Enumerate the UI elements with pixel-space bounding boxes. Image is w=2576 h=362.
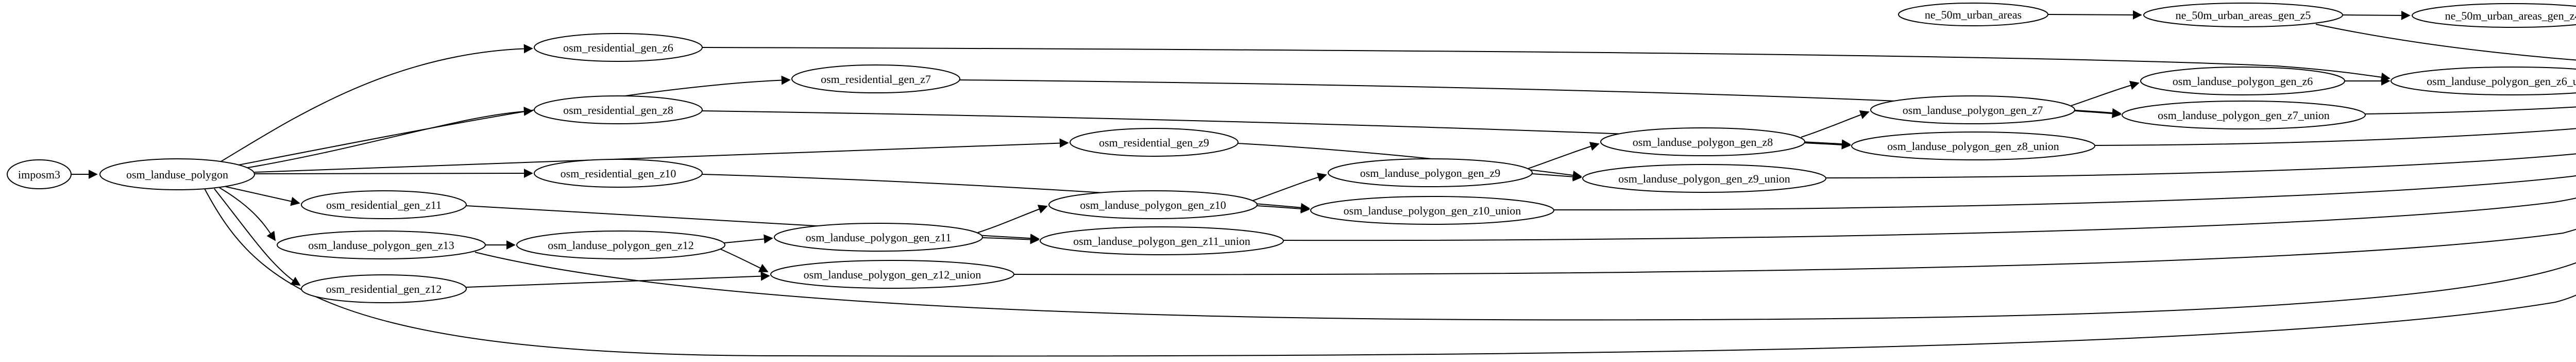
node-osm_landuse_polygon_gen_z7: osm_landuse_polygon_gen_z7 bbox=[1870, 95, 2075, 124]
node-osm_landuse_polygon_gen_z10: osm_landuse_polygon_gen_z10 bbox=[1048, 190, 1258, 219]
node-osm_landuse_polygon_gen_z10-label: osm_landuse_polygon_gen_z10 bbox=[1080, 199, 1226, 211]
edge-osm_landuse_polygon--osm_residential_gen_z6 bbox=[218, 44, 533, 163]
node-osm_landuse_polygon_gen_z12_union-label: osm_landuse_polygon_gen_z12_union bbox=[804, 268, 981, 281]
edge-osm_landuse_polygon_gen_z11_union--layer_landuse-z11 bbox=[1283, 198, 2576, 241]
node-osm_landuse_polygon_gen_z11: osm_landuse_polygon_gen_z11 bbox=[774, 223, 983, 252]
edge-osm_landuse_polygon_gen_z10--osm_landuse_polygon_gen_z10_union bbox=[1257, 204, 1310, 213]
node-osm_residential_gen_z7-label: osm_residential_gen_z7 bbox=[821, 73, 931, 86]
node-osm_landuse_polygon_gen_z9_union-label: osm_landuse_polygon_gen_z9_union bbox=[1618, 172, 1790, 185]
node-osm_residential_gen_z10: osm_residential_gen_z10 bbox=[534, 159, 703, 188]
edge-osm_landuse_polygon_gen_z9--osm_landuse_polygon_gen_z8 bbox=[1528, 142, 1600, 169]
edge-osm_landuse_polygon_gen_z10_union--layer_landuse-z10 bbox=[1553, 175, 2576, 211]
node-osm_residential_gen_z9-label: osm_residential_gen_z9 bbox=[1099, 136, 1209, 149]
node-ne_50m_urban_areas_gen_z4: ne_50m_urban_areas_gen_z4 bbox=[2412, 3, 2576, 28]
node-osm_residential_gen_z9: osm_residential_gen_z9 bbox=[1070, 128, 1239, 157]
edge-osm_landuse_polygon_gen_z10--osm_landuse_polygon_gen_z9 bbox=[1252, 172, 1327, 201]
edge-osm_landuse_polygon_gen_z9--osm_landuse_polygon_gen_z9_union bbox=[1532, 172, 1582, 182]
edge-osm_landuse_polygon--osm_residential_gen_z8 bbox=[242, 106, 533, 169]
node-osm_landuse_polygon_gen_z6_union-label: osm_landuse_polygon_gen_z6_union bbox=[2427, 75, 2576, 88]
edge-ne_50m_urban_areas--ne_50m_urban_areas_gen_z5 bbox=[2047, 10, 2142, 20]
node-osm_landuse_polygon_gen_z9: osm_landuse_polygon_gen_z9 bbox=[1328, 158, 1533, 187]
node-osm_landuse_polygon_gen_z8_union: osm_landuse_polygon_gen_z8_union bbox=[1851, 131, 2095, 160]
node-osm_landuse_polygon_gen_z10_union-label: osm_landuse_polygon_gen_z10_union bbox=[1344, 204, 1521, 217]
edge-osm_landuse_polygon_gen_z12--osm_landuse_polygon_gen_z12_union bbox=[719, 248, 769, 272]
node-osm_landuse_polygon_gen_z10_union: osm_landuse_polygon_gen_z10_union bbox=[1310, 196, 1554, 225]
node-osm_landuse_polygon_gen_z11_union: osm_landuse_polygon_gen_z11_union bbox=[1040, 226, 1284, 255]
node-osm_residential_gen_z7: osm_residential_gen_z7 bbox=[791, 64, 960, 93]
edge-ne_50m_urban_areas_gen_z5--layer_landuse-z5 bbox=[2315, 24, 2576, 61]
node-ne_50m_urban_areas: ne_50m_urban_areas bbox=[1898, 3, 2048, 26]
node-osm_landuse_polygon_gen_z11_union-label: osm_landuse_polygon_gen_z11_union bbox=[1073, 235, 1250, 248]
node-ne_50m_urban_areas_gen_z5-label: ne_50m_urban_areas_gen_z5 bbox=[2176, 9, 2311, 22]
edge-osm_landuse_polygon_gen_z11--osm_landuse_polygon_gen_z10 bbox=[977, 205, 1048, 233]
edge-osm_landuse_polygon--osm_residential_gen_z12 bbox=[214, 188, 301, 286]
node-osm_landuse_polygon_gen_z12-label: osm_landuse_polygon_gen_z12 bbox=[548, 239, 694, 252]
node-osm_landuse_polygon_gen_z6: osm_landuse_polygon_gen_z6 bbox=[2140, 67, 2345, 95]
edge-osm_landuse_polygon_gen_z9_union--layer_landuse-z9 bbox=[1825, 153, 2576, 178]
node-osm_landuse_polygon_gen_z8_union-label: osm_landuse_polygon_gen_z8_union bbox=[1887, 140, 2059, 153]
node-osm_residential_gen_z6-label: osm_residential_gen_z6 bbox=[563, 41, 673, 54]
node-osm_landuse_polygon_gen_z9-label: osm_landuse_polygon_gen_z9 bbox=[1360, 167, 1501, 179]
node-ne_50m_urban_areas-label: ne_50m_urban_areas bbox=[1925, 8, 2022, 21]
edge-osm_residential_gen_z12--osm_landuse_polygon_gen_z12_union bbox=[466, 271, 770, 288]
node-imposm3-label: imposm3 bbox=[18, 168, 60, 181]
edge-osm_landuse_polygon--osm_residential_gen_z10 bbox=[254, 169, 533, 178]
node-osm_landuse_polygon: osm_landuse_polygon bbox=[99, 158, 255, 190]
node-osm_landuse_polygon_gen_z6-label: osm_landuse_polygon_gen_z6 bbox=[2173, 75, 2313, 88]
edge-osm_landuse_polygon_gen_z7--osm_landuse_polygon_gen_z6 bbox=[2071, 80, 2140, 106]
node-osm_landuse_polygon_gen_z7_union: osm_landuse_polygon_gen_z7_union bbox=[2122, 101, 2366, 129]
edge-osm_landuse_polygon_gen_z11--osm_landuse_polygon_gen_z11_union bbox=[982, 235, 1040, 244]
node-ne_50m_urban_areas_gen_z5: ne_50m_urban_areas_gen_z5 bbox=[2143, 3, 2343, 27]
node-osm_landuse_polygon-label: osm_landuse_polygon bbox=[126, 168, 228, 181]
node-osm_landuse_polygon_gen_z12_union: osm_landuse_polygon_gen_z12_union bbox=[770, 260, 1014, 289]
edge-osm_landuse_polygon_gen_z13--layer_landuse-z13 bbox=[474, 252, 2576, 321]
edges bbox=[71, 10, 2576, 357]
node-osm_residential_gen_z12-label: osm_residential_gen_z12 bbox=[326, 283, 442, 295]
node-osm_landuse_polygon_gen_z13: osm_landuse_polygon_gen_z13 bbox=[277, 231, 486, 259]
edge-osm_landuse_polygon_gen_z12--osm_landuse_polygon_gen_z11 bbox=[723, 234, 773, 244]
node-osm_landuse_polygon_gen_z12: osm_landuse_polygon_gen_z12 bbox=[516, 231, 725, 259]
edge-osm_residential_gen_z6--osm_landuse_polygon_gen_z6_union bbox=[702, 47, 2391, 82]
node-osm_residential_gen_z8-label: osm_residential_gen_z8 bbox=[563, 104, 673, 117]
node-osm_residential_gen_z6: osm_residential_gen_z6 bbox=[534, 33, 703, 62]
edge-osm_landuse_polygon_gen_z8_union--layer_landuse-z8 bbox=[2094, 128, 2576, 146]
edge-osm_landuse_polygon_gen_z12_union--layer_landuse-z12 bbox=[1013, 228, 2576, 275]
edge-osm_landuse_polygon_gen_z7--osm_landuse_polygon_gen_z7_union bbox=[2074, 109, 2122, 119]
node-osm_residential_gen_z8: osm_residential_gen_z8 bbox=[534, 95, 703, 124]
node-osm_landuse_polygon_gen_z11-label: osm_landuse_polygon_gen_z11 bbox=[806, 231, 952, 244]
edge-osm_landuse_polygon--osm_landuse_polygon_gen_z13 bbox=[219, 187, 276, 241]
node-osm_residential_gen_z12: osm_residential_gen_z12 bbox=[301, 274, 467, 303]
edge-osm_landuse_polygon--osm_residential_gen_z7 bbox=[232, 75, 791, 167]
edge-osm_landuse_polygon--layer_landuse-z14 bbox=[204, 187, 2576, 357]
node-osm_landuse_polygon_gen_z7-label: osm_landuse_polygon_gen_z7 bbox=[1903, 104, 2043, 117]
node-osm_landuse_polygon_gen_z6_union: osm_landuse_polygon_gen_z6_union bbox=[2391, 67, 2576, 95]
edge-osm_landuse_polygon_gen_z8--osm_landuse_polygon_gen_z7 bbox=[1801, 110, 1870, 138]
edge-osm_landuse_polygon_gen_z7_union--layer_landuse-z7 bbox=[2365, 106, 2576, 114]
node-osm_landuse_polygon_gen_z9_union: osm_landuse_polygon_gen_z9_union bbox=[1582, 164, 1826, 193]
node-osm_residential_gen_z10-label: osm_residential_gen_z10 bbox=[561, 167, 676, 180]
node-osm_residential_gen_z11-label: osm_residential_gen_z11 bbox=[326, 199, 442, 211]
edge-osm_landuse_polygon--osm_residential_gen_z11 bbox=[225, 186, 300, 206]
node-osm_landuse_polygon_gen_z7_union-label: osm_landuse_polygon_gen_z7_union bbox=[2158, 109, 2330, 122]
node-osm_landuse_polygon_gen_z8: osm_landuse_polygon_gen_z8 bbox=[1600, 127, 1805, 156]
node-imposm3: imposm3 bbox=[7, 159, 72, 189]
node-osm_residential_gen_z11: osm_residential_gen_z11 bbox=[301, 190, 467, 219]
edge-osm_landuse_polygon_gen_z8--osm_landuse_polygon_gen_z8_union bbox=[1804, 140, 1851, 150]
node-ne_50m_urban_areas_gen_z4-label: ne_50m_urban_areas_gen_z4 bbox=[2445, 9, 2576, 22]
node-osm_landuse_polygon_gen_z8-label: osm_landuse_polygon_gen_z8 bbox=[1633, 136, 1773, 149]
node-osm_landuse_polygon_gen_z13-label: osm_landuse_polygon_gen_z13 bbox=[308, 239, 454, 252]
